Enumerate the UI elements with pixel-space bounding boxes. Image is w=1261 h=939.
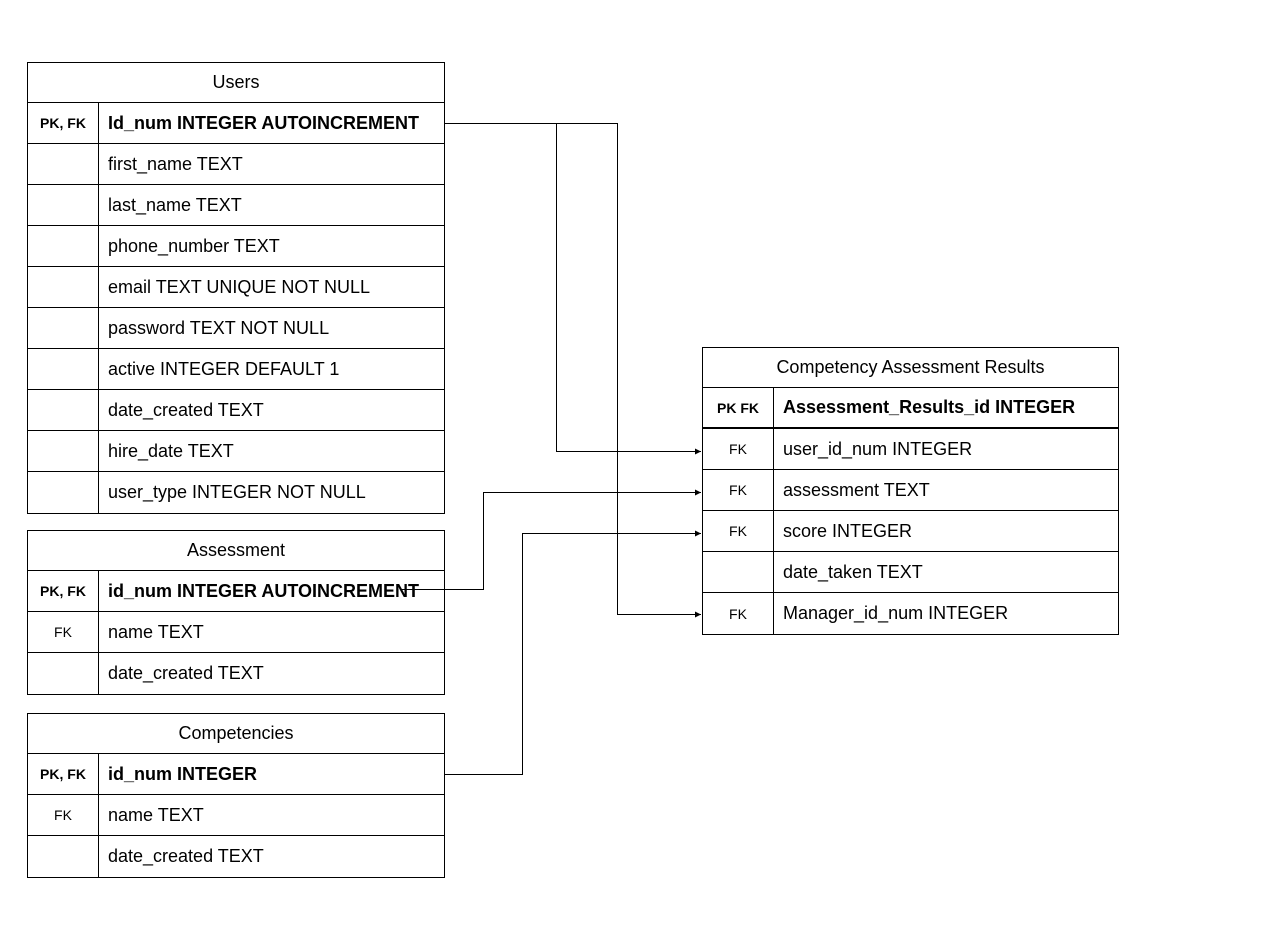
table-row: FK Manager_id_num INTEGER (703, 593, 1118, 634)
key-cell: FK (703, 593, 774, 634)
field-cell: phone_number TEXT (108, 235, 280, 256)
field-cell: id_num INTEGER (108, 763, 258, 784)
field-cell: date_created TEXT (108, 846, 264, 866)
key-cell: PK, FK (28, 103, 99, 143)
connector-users-to-user-id (445, 123, 701, 455)
table-row: PK, FK id_num INTEGER AUTOINCREMENT (28, 571, 444, 612)
connector-users-to-manager-id (445, 123, 701, 618)
field-cell: first_name TEXT (108, 153, 243, 174)
key-cell (28, 472, 99, 513)
key-cell: FK (28, 795, 99, 835)
field-cell: date_taken TEXT (783, 561, 923, 582)
users-table: Users PK, FK Id_num INTEGER AUTOINCREMEN… (27, 62, 445, 514)
table-row: PK FK Assessment_Results_id INTEGER (703, 388, 1118, 429)
table-title: Competency Assessment Results (703, 348, 1118, 388)
key-cell: PK, FK (28, 571, 99, 611)
key-cell: FK (703, 470, 774, 510)
key-cell (28, 653, 99, 694)
table-row: FK name TEXT (28, 795, 444, 836)
key-cell: FK (703, 511, 774, 551)
key-cell (28, 431, 99, 471)
field-cell: user_type INTEGER NOT NULL (108, 482, 366, 502)
table-row: email TEXT UNIQUE NOT NULL (28, 267, 444, 308)
competencies-table: Competencies PK, FK id_num INTEGER FK na… (27, 713, 445, 878)
table-row: first_name TEXT (28, 144, 444, 185)
table-row: hire_date TEXT (28, 431, 444, 472)
key-cell (28, 144, 99, 184)
table-row: date_created TEXT (28, 836, 444, 877)
key-cell (28, 836, 99, 877)
table-row: FK assessment TEXT (703, 470, 1118, 511)
field-cell: date_created TEXT (108, 399, 264, 420)
field-cell: hire_date TEXT (108, 440, 234, 461)
table-title: Assessment (28, 531, 444, 571)
field-cell: last_name TEXT (108, 194, 242, 215)
field-cell: name TEXT (108, 621, 204, 642)
connector-competencies-to-score (445, 530, 701, 775)
field-cell: Id_num INTEGER AUTOINCREMENT (108, 112, 420, 133)
field-cell: active INTEGER DEFAULT 1 (108, 358, 340, 379)
key-cell: PK, FK (28, 754, 99, 794)
table-row: PK, FK Id_num INTEGER AUTOINCREMENT (28, 103, 444, 144)
key-cell (28, 267, 99, 307)
table-row: PK, FK id_num INTEGER (28, 754, 444, 795)
field-cell: Manager_id_num INTEGER (783, 603, 1009, 623)
key-cell (28, 226, 99, 266)
key-cell: FK (28, 612, 99, 652)
field-cell: date_created TEXT (108, 663, 264, 683)
table-row: phone_number TEXT (28, 226, 444, 267)
table-row: date_created TEXT (28, 390, 444, 431)
field-cell: score INTEGER (783, 520, 913, 541)
table-title: Users (28, 63, 444, 103)
table-row: FK user_id_num INTEGER (703, 429, 1118, 470)
key-cell (28, 349, 99, 389)
table-title: Competencies (28, 714, 444, 754)
field-cell: Assessment_Results_id INTEGER (783, 397, 1076, 417)
table-row: FK score INTEGER (703, 511, 1118, 552)
field-cell: user_id_num INTEGER (783, 438, 973, 459)
key-cell (703, 552, 774, 592)
table-row: active INTEGER DEFAULT 1 (28, 349, 444, 390)
table-row: FK name TEXT (28, 612, 444, 653)
table-row: date_taken TEXT (703, 552, 1118, 593)
key-cell: PK FK (703, 388, 774, 427)
key-cell (28, 308, 99, 348)
key-cell (28, 390, 99, 430)
key-cell: FK (703, 429, 774, 469)
table-row: password TEXT NOT NULL (28, 308, 444, 349)
field-cell: assessment TEXT (783, 479, 930, 500)
results-table: Competency Assessment Results PK FK Asse… (702, 347, 1119, 635)
field-cell: password TEXT NOT NULL (108, 317, 330, 338)
table-row: user_type INTEGER NOT NULL (28, 472, 444, 513)
field-cell: name TEXT (108, 804, 204, 825)
connector-assessment-to-assessment (400, 489, 701, 590)
key-cell (28, 185, 99, 225)
table-row: date_created TEXT (28, 653, 444, 694)
field-cell: email TEXT UNIQUE NOT NULL (108, 276, 371, 297)
field-cell: id_num INTEGER AUTOINCREMENT (108, 580, 420, 601)
table-row: last_name TEXT (28, 185, 444, 226)
assessment-table: Assessment PK, FK id_num INTEGER AUTOINC… (27, 530, 445, 695)
